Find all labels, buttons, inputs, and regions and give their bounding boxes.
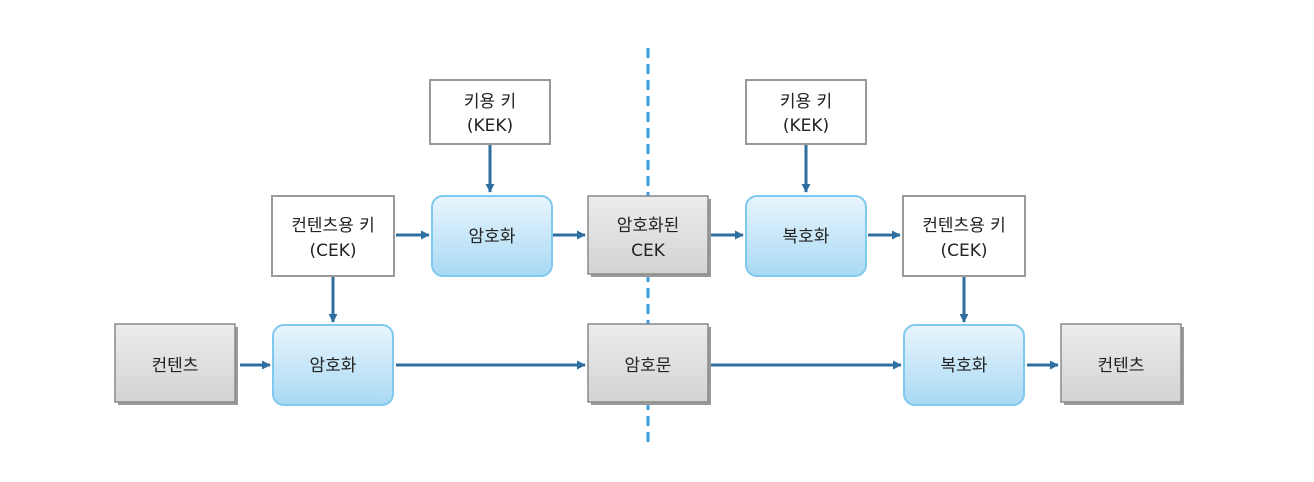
content-out-box: 컨텐츠 <box>1060 323 1184 405</box>
kek-left-line2: (KEK) <box>467 116 513 136</box>
ciphertext-box: 암호문 <box>587 323 711 405</box>
content-out-label: 컨텐츠 <box>1098 356 1145 376</box>
content-in-label: 컨텐츠 <box>152 356 199 376</box>
encrypted-cek-line1: 암호화된 <box>617 216 680 236</box>
encrypt-content-process: 암호화 <box>272 324 394 406</box>
cek-left-line2: (CEK) <box>309 241 356 261</box>
decrypt-content-label: 복호화 <box>941 356 988 376</box>
arrows <box>240 145 1059 370</box>
kek-left-line1: 키용 키 <box>464 92 516 112</box>
cek-left-box: 컨텐츠용 키 (CEK) <box>271 195 395 277</box>
cek-right-line1: 컨텐츠용 키 <box>922 216 1006 236</box>
decrypt-content-process: 복호화 <box>903 324 1025 406</box>
decrypt-key-process: 복호화 <box>745 195 867 277</box>
kek-left-box: 키용 키 (KEK) <box>429 79 551 145</box>
cek-right-line2: (CEK) <box>940 241 987 261</box>
encrypted-cek-box: 암호화된 CEK <box>587 195 711 277</box>
decrypt-key-label: 복호화 <box>783 227 830 247</box>
kek-right-line1: 키용 키 <box>780 92 832 112</box>
content-in-box: 컨텐츠 <box>114 323 238 405</box>
ciphertext-label: 암호문 <box>625 356 672 376</box>
encrypt-key-label: 암호화 <box>469 227 516 247</box>
cek-right-box: 컨텐츠용 키 (CEK) <box>902 195 1026 277</box>
cek-left-line1: 컨텐츠용 키 <box>291 216 375 236</box>
kek-right-line2: (KEK) <box>783 116 829 136</box>
encrypt-key-process: 암호화 <box>431 195 553 277</box>
kek-right-box: 키용 키 (KEK) <box>745 79 867 145</box>
encrypted-cek-line2: CEK <box>631 241 666 261</box>
encrypt-content-label: 암호화 <box>310 356 357 376</box>
